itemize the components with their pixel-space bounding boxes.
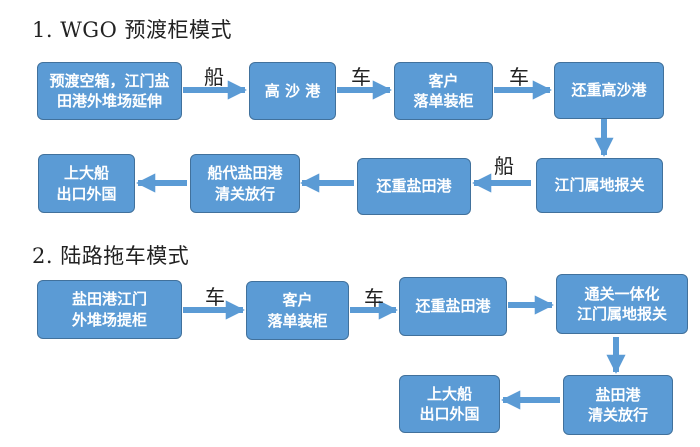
s2-step-6: 上大船 出口外国: [399, 375, 500, 433]
s1-step-3: 客户 落单装柜: [394, 62, 493, 120]
s1-step-4: 还重高沙港: [554, 62, 664, 119]
s1-arrow-label-1: 船: [204, 65, 224, 89]
s1-step-7: 船代盐田港 清关放行: [190, 154, 300, 213]
s1-step-1: 预渡空箱，江门盐 田港外堆场延伸: [37, 62, 182, 120]
s1-step-8: 上大船 出口外国: [38, 154, 135, 213]
section-1-title: 1. WGO 预渡柜模式: [32, 18, 232, 42]
s2-step-4: 通关一体化 江门属地报关: [556, 274, 688, 334]
s1-step-2: 高 沙 港: [249, 62, 336, 120]
s2-step-5: 盐田港 清关放行: [563, 375, 673, 435]
section-2-title: 2. 陆路拖车模式: [32, 244, 190, 268]
s1-arrow-label-2: 车: [351, 65, 371, 89]
s1-step-5: 江门属地报关: [536, 158, 663, 213]
s2-arrow-label-1: 车: [205, 285, 225, 309]
s1-arrow-label-3: 车: [509, 65, 529, 89]
s1-arrow-label-4: 船: [494, 154, 514, 178]
s2-step-3: 还重盐田港: [399, 277, 507, 336]
s2-step-1: 盐田港江门 外堆场提柜: [37, 280, 182, 339]
s1-step-6: 还重盐田港: [357, 158, 471, 215]
s2-arrow-label-2: 车: [364, 286, 384, 310]
s2-step-2: 客户 落单装柜: [246, 281, 349, 340]
